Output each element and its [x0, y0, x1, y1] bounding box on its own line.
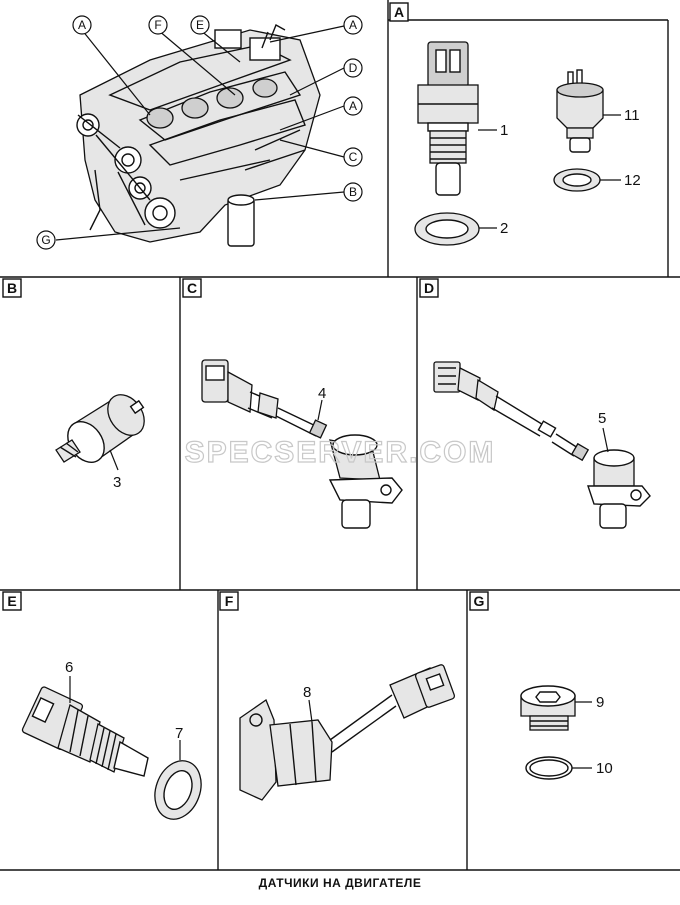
svg-text:F: F	[154, 18, 161, 32]
part-6-temperature-sender	[21, 676, 149, 777]
part-number-7: 7	[175, 725, 183, 742]
callout-b: B	[343, 182, 363, 202]
svg-text:C: C	[349, 150, 358, 164]
svg-text:D: D	[424, 280, 434, 296]
watermark-text: SPECSERVER.COM	[185, 436, 496, 469]
panel-label-g: G	[469, 591, 489, 611]
panel-label-c: C	[182, 278, 202, 298]
svg-text:G: G	[41, 233, 50, 247]
svg-text:A: A	[78, 18, 86, 32]
callout-a-top-left: A	[72, 15, 92, 35]
panel-label-b: B	[2, 278, 22, 298]
svg-text:A: A	[394, 4, 404, 20]
callout-g: G	[36, 230, 56, 250]
part-4-camshaft-sensor	[201, 359, 403, 529]
panel-label-e: E	[2, 591, 22, 611]
part-number-8: 8	[303, 684, 311, 701]
engine-illustration	[76, 24, 321, 247]
panel-label-d: D	[419, 278, 439, 298]
part-number-12: 12	[624, 172, 641, 189]
part-number-3: 3	[113, 474, 121, 491]
part-number-5: 5	[598, 410, 606, 427]
callout-e: E	[190, 15, 210, 35]
engine-callout-leaders	[55, 25, 345, 241]
callout-a-middle: A	[343, 96, 363, 116]
part-2-sealing-washer	[414, 212, 497, 246]
part-number-2: 2	[500, 220, 508, 237]
panel-grid	[0, 0, 680, 871]
part-9-plug	[520, 685, 592, 731]
svg-text:A: A	[349, 99, 357, 113]
part-3-sender	[55, 394, 145, 471]
figure-caption: ДАТЧИКИ НА ДВИГАТЕЛЕ	[258, 876, 422, 890]
part-8-speed-sensor	[239, 664, 456, 801]
part-number-1: 1	[500, 122, 508, 139]
part-number-4: 4	[318, 385, 326, 402]
panel-label-f: F	[219, 591, 239, 611]
callout-f: F	[148, 15, 168, 35]
svg-text:B: B	[349, 185, 357, 199]
svg-text:D: D	[349, 61, 358, 75]
svg-text:C: C	[187, 280, 197, 296]
svg-text:G: G	[474, 593, 485, 609]
svg-text:E: E	[196, 18, 204, 32]
svg-text:B: B	[7, 280, 17, 296]
part-10-o-ring	[525, 756, 592, 780]
part-5-crankshaft-sensor	[433, 361, 651, 529]
svg-text:E: E	[7, 593, 16, 609]
part-1-pressure-sender	[417, 41, 497, 196]
part-number-6: 6	[65, 659, 73, 676]
callout-c: C	[343, 147, 363, 167]
callout-d: D	[343, 58, 363, 78]
svg-text:A: A	[349, 18, 357, 32]
part-7-sealing-washer	[154, 740, 202, 820]
part-number-9: 9	[596, 694, 604, 711]
part-number-11: 11	[624, 107, 640, 124]
part-number-10: 10	[596, 760, 613, 777]
callout-a-top-right: A	[343, 15, 363, 35]
svg-text:F: F	[225, 593, 234, 609]
panel-label-a: A	[389, 2, 409, 22]
part-12-sealing-washer	[553, 168, 621, 192]
part-11-pressure-switch	[556, 69, 621, 153]
